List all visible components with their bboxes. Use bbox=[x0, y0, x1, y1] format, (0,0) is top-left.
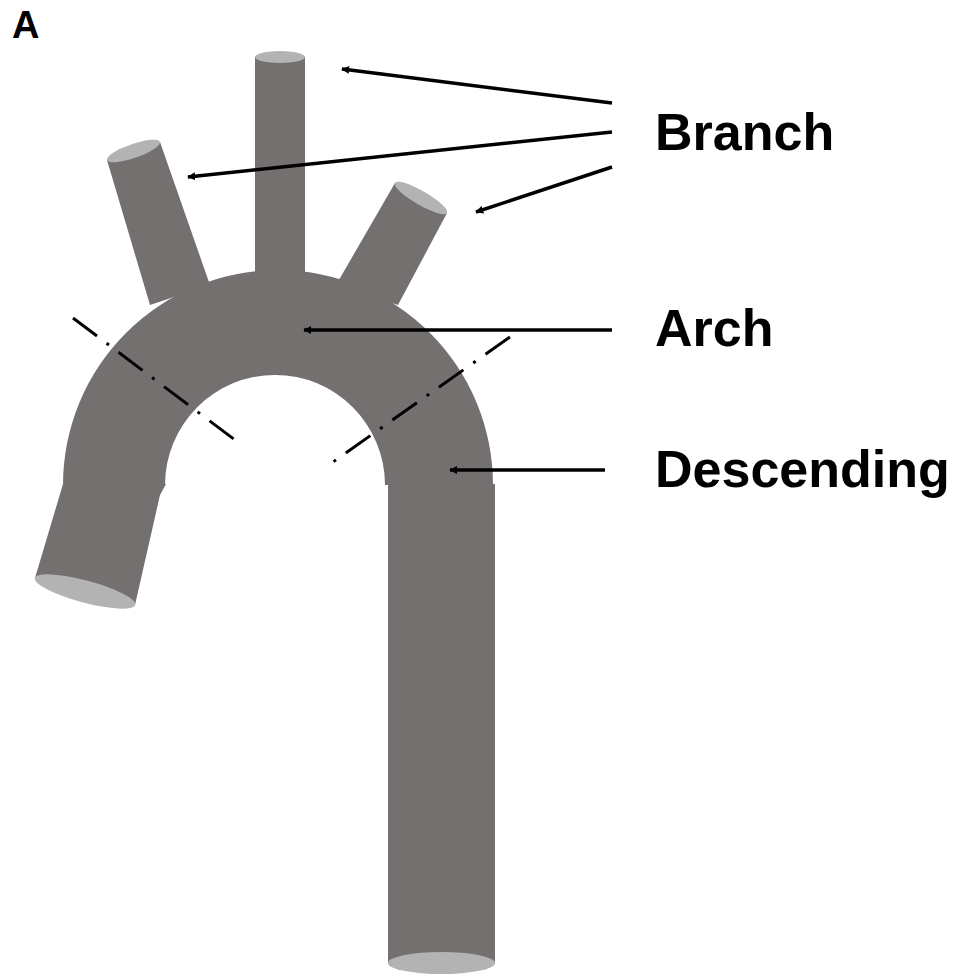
leader-arrow bbox=[188, 132, 612, 177]
part-label: Arch bbox=[655, 302, 773, 354]
descending-body bbox=[388, 484, 495, 964]
middle-branch bbox=[255, 57, 305, 285]
leader-arrow bbox=[342, 69, 612, 103]
part-label: Descending bbox=[655, 443, 950, 495]
leader-arrow bbox=[450, 468, 605, 472]
left-branch bbox=[107, 142, 210, 305]
boundary-line bbox=[73, 318, 235, 440]
leader-arrow bbox=[476, 167, 612, 212]
panel-letter: A bbox=[12, 6, 39, 44]
leader-arrow bbox=[304, 328, 612, 332]
arch-body bbox=[63, 270, 493, 485]
boundary-line bbox=[333, 337, 510, 462]
part-label: Branch bbox=[655, 106, 834, 158]
